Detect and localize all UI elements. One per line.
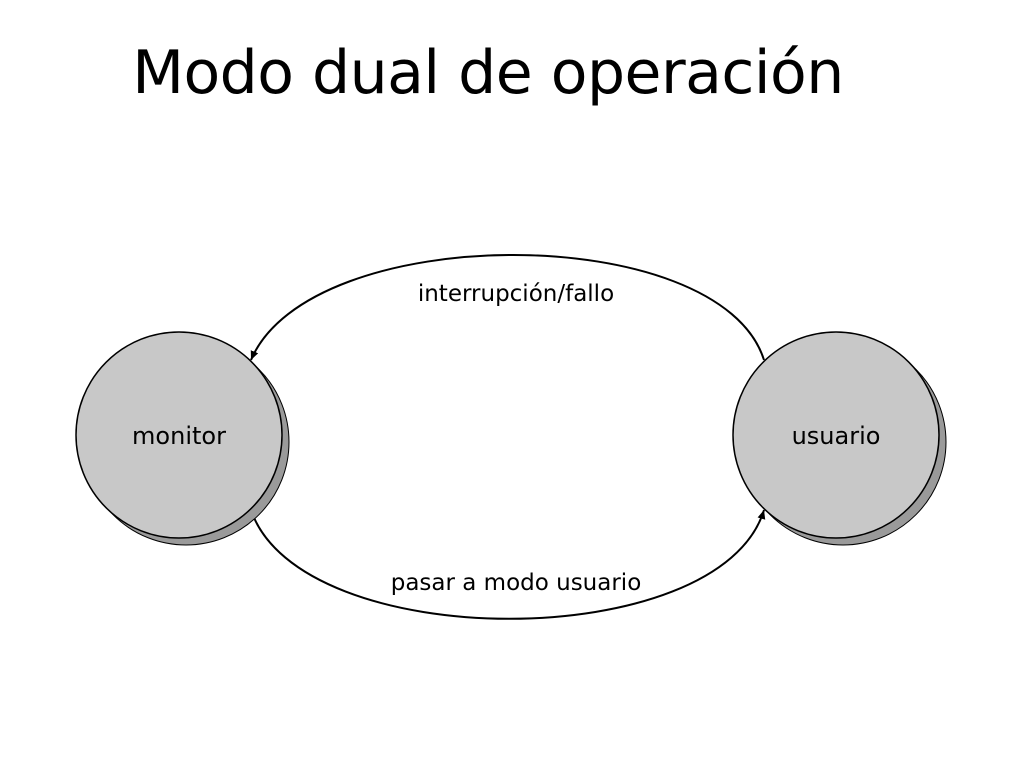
node-monitor-label: monitor xyxy=(132,422,226,450)
node-usuario-label: usuario xyxy=(792,422,881,450)
node-usuario-circle xyxy=(732,331,940,539)
node-monitor-circle xyxy=(75,331,283,539)
edge-pasar-usuario-label: pasar a modo usuario xyxy=(391,570,642,596)
slide-title: Modo dual de operación xyxy=(132,38,844,108)
edge-interrupcion-label: interrupción/fallo xyxy=(418,281,614,307)
edge-interrupcion-arrow xyxy=(250,254,765,361)
edge-pasar-usuario-arrow xyxy=(250,509,766,620)
node-monitor: monitor xyxy=(75,331,290,546)
node-usuario: usuario xyxy=(732,331,947,546)
